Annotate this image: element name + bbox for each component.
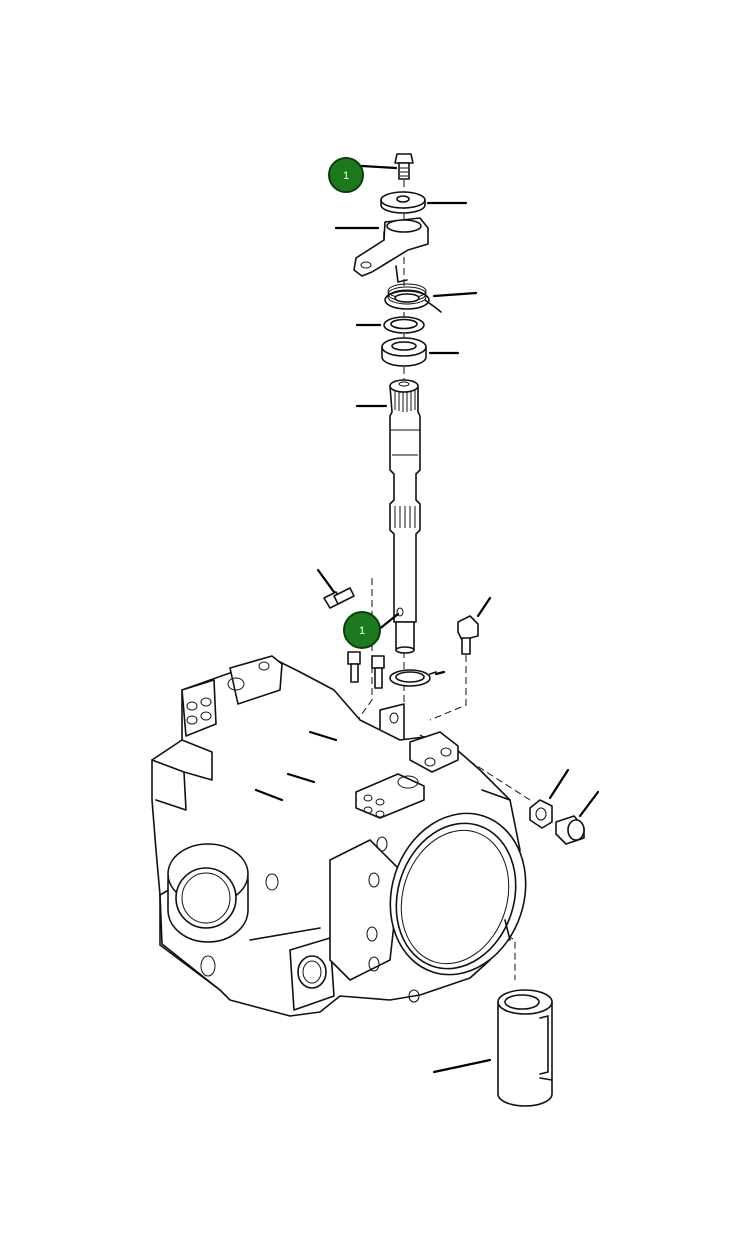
grease-fitting xyxy=(457,615,479,655)
leader-sleeve xyxy=(432,1058,492,1074)
leader-side-bolt xyxy=(254,788,284,802)
callout-1-top[interactable]: 1 xyxy=(328,157,364,193)
callout-label-top: 1 xyxy=(343,170,349,182)
leader-side-washer xyxy=(286,772,316,784)
leader-bracket xyxy=(308,730,338,742)
plug xyxy=(555,815,585,845)
shaft xyxy=(389,379,421,654)
bracket-bolt-b xyxy=(371,655,385,689)
bracket-bolt-a xyxy=(347,651,361,683)
leader-grease-fitting xyxy=(476,596,492,618)
lever-arm xyxy=(353,217,429,277)
leader-plug xyxy=(578,790,600,818)
leader-callout-mid xyxy=(376,612,400,632)
bushing xyxy=(381,337,427,367)
sleeve xyxy=(497,989,553,1107)
top-bolt xyxy=(394,153,414,180)
leader-left-bolt xyxy=(316,568,336,594)
lower-snap-ring xyxy=(389,669,437,687)
leader-lines xyxy=(254,164,600,1074)
leader-nut xyxy=(548,768,570,800)
callout-circle-mid xyxy=(343,611,381,649)
callout-circle-top xyxy=(328,157,364,193)
callout-label-mid: 1 xyxy=(359,625,365,637)
washer xyxy=(380,191,426,214)
leader-lower-ring xyxy=(434,670,446,676)
snap-ring xyxy=(383,316,425,334)
callout-1-mid[interactable]: 1 xyxy=(343,611,381,649)
leader-spring xyxy=(432,291,478,298)
axle-housing xyxy=(151,655,527,1017)
spring xyxy=(384,265,442,313)
leader-callout-top xyxy=(360,164,398,170)
nut xyxy=(529,799,553,829)
left-bolt xyxy=(323,587,355,609)
